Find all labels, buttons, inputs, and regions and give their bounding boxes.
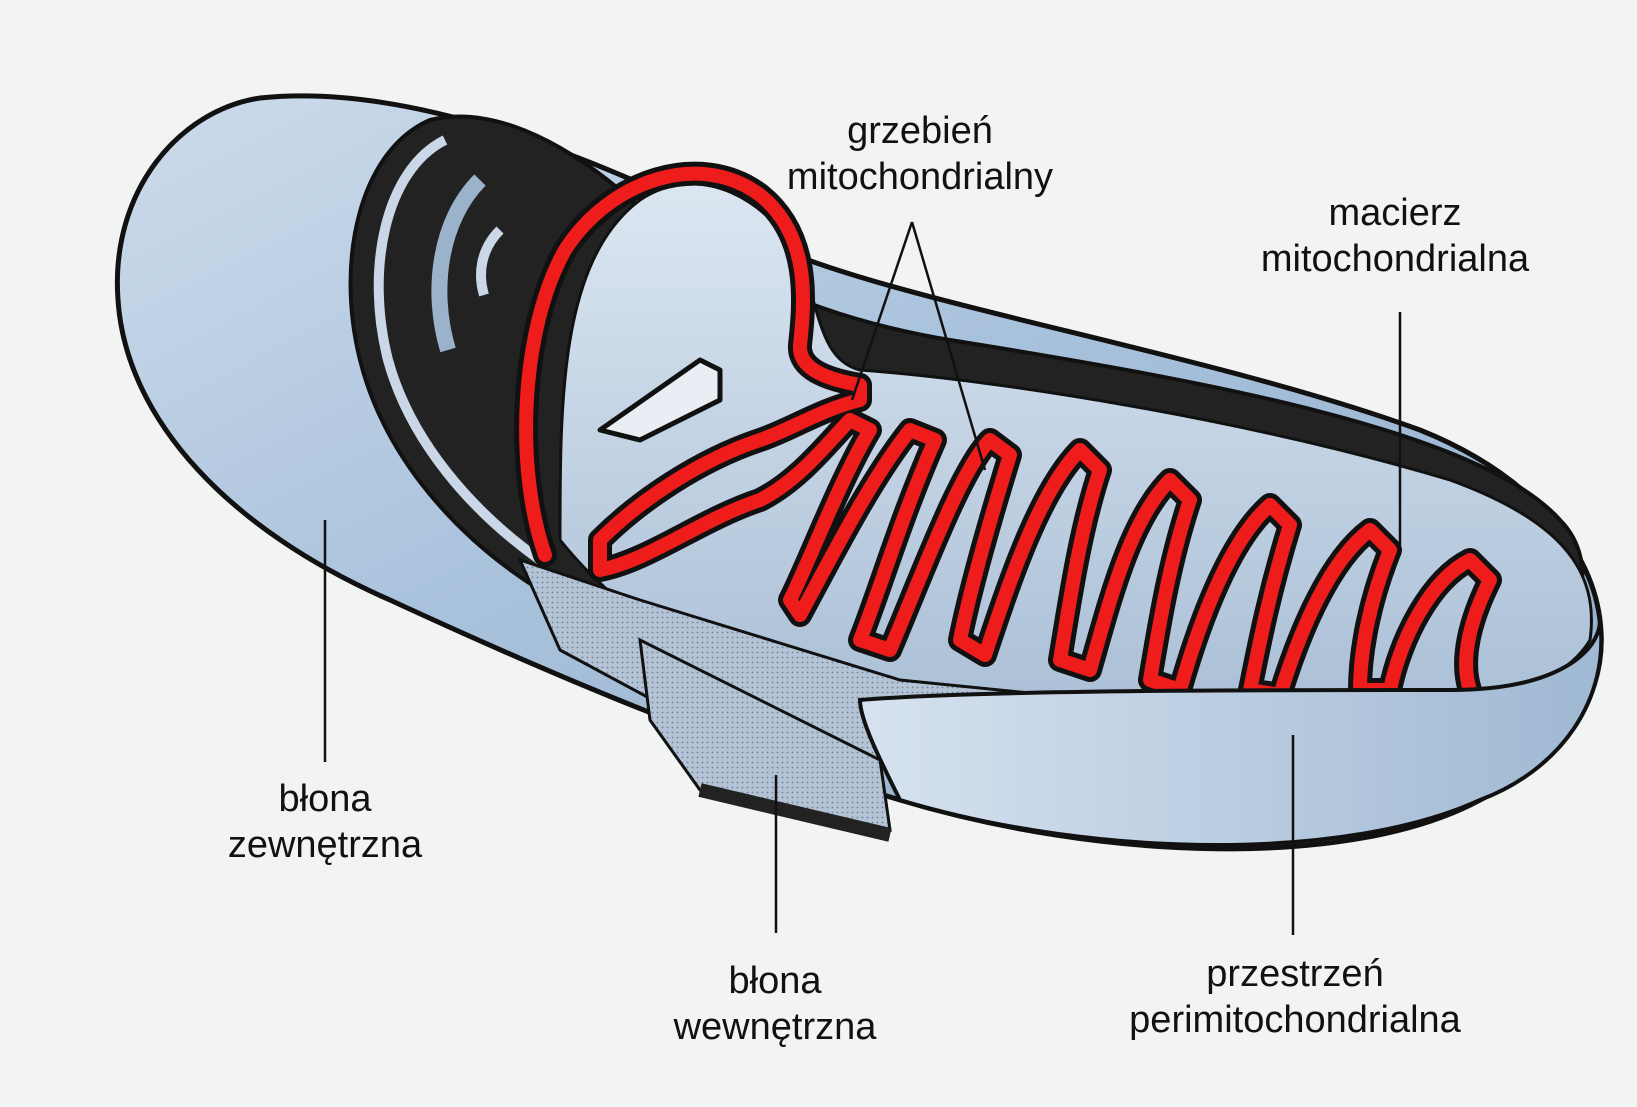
label-matrix-line1: macierz [1225,190,1565,236]
label-outer-membrane: błona zewnętrzna [190,776,460,868]
label-crista: grzebień mitochondrialny [775,108,1065,200]
label-inner-membrane-line2: wewnętrzna [640,1004,910,1050]
label-intermembrane-space-line2: perimitochondrialna [1095,997,1495,1043]
label-crista-line2: mitochondrialny [775,154,1065,200]
label-matrix-line2: mitochondrialna [1225,236,1565,282]
label-inner-membrane: błona wewnętrzna [640,958,910,1050]
label-matrix: macierz mitochondrialna [1225,190,1565,282]
label-intermembrane-space: przestrzeń perimitochondrialna [1095,951,1495,1043]
label-inner-membrane-line1: błona [640,958,910,1004]
label-crista-line1: grzebień [775,108,1065,154]
label-outer-membrane-line1: błona [190,776,460,822]
label-outer-membrane-line2: zewnętrzna [190,822,460,868]
label-intermembrane-space-line1: przestrzeń [1095,951,1495,997]
